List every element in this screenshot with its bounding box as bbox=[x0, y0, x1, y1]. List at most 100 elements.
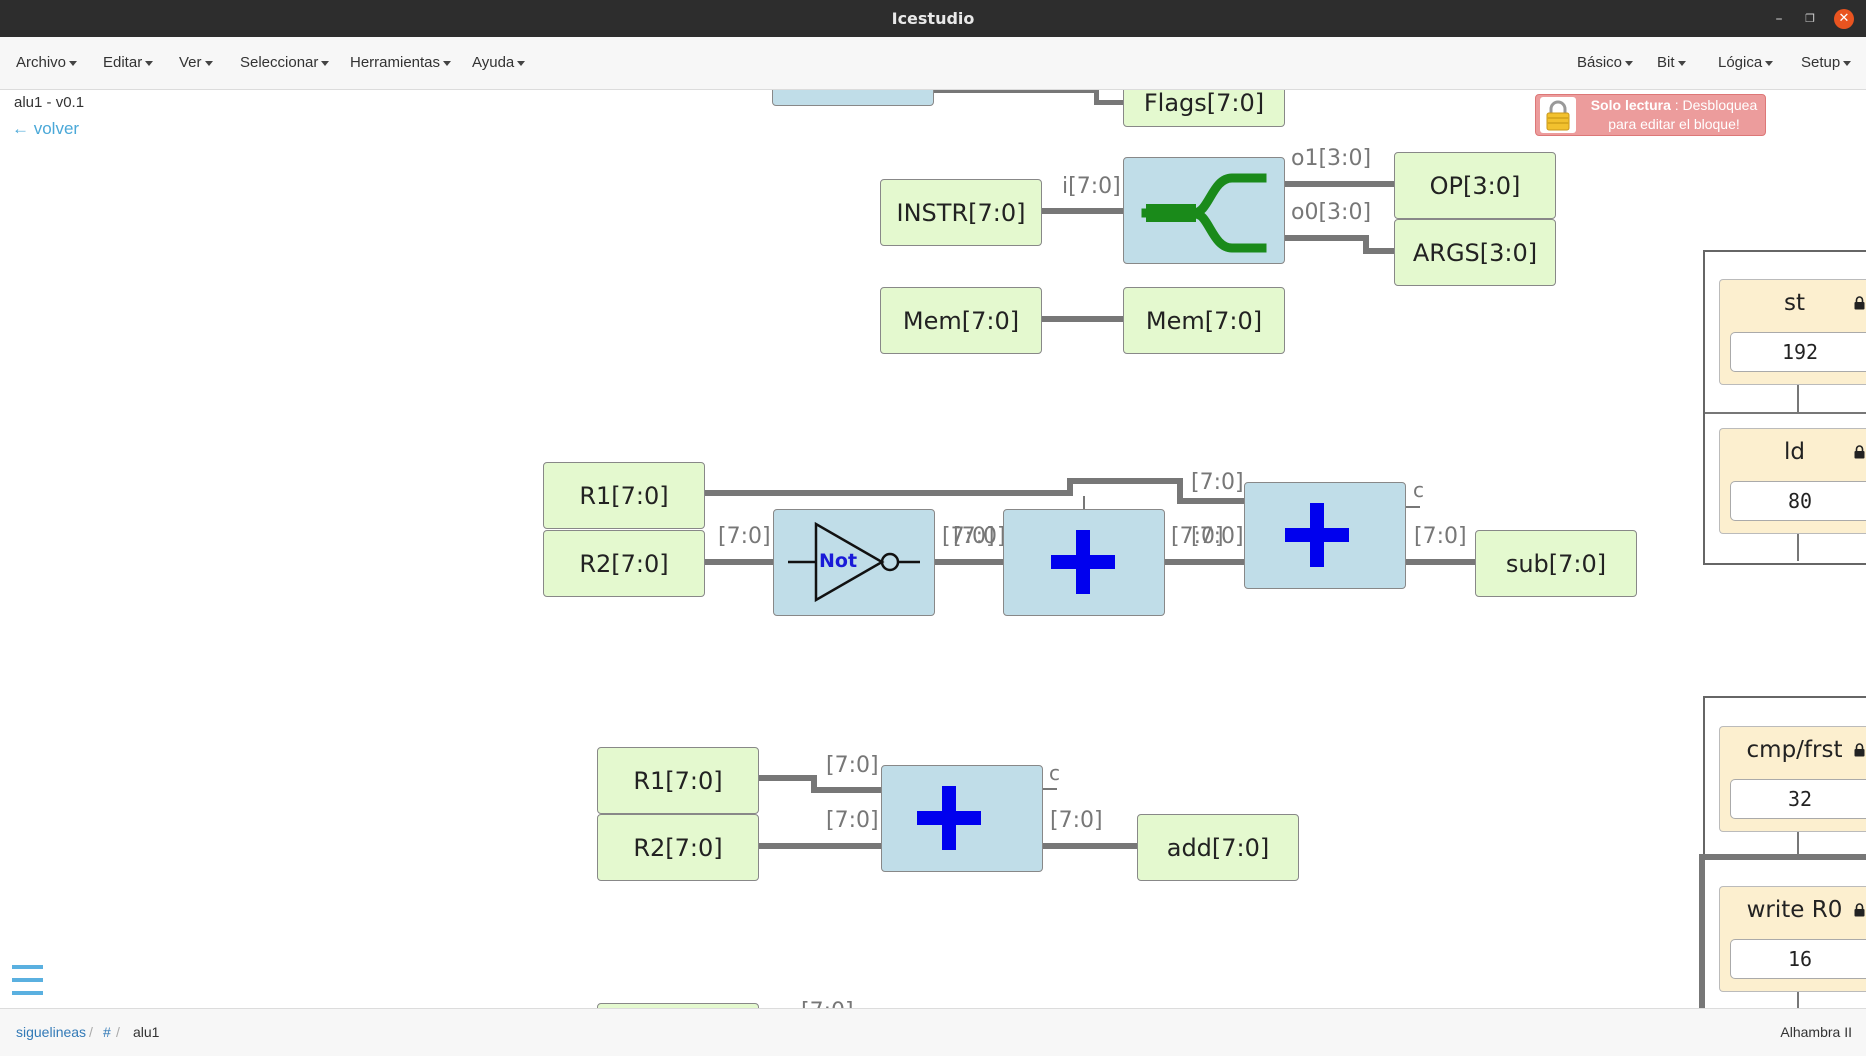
close-icon[interactable]: ✕ bbox=[1834, 9, 1854, 29]
output-mem[interactable]: Mem[7:0] bbox=[1123, 287, 1285, 354]
breadcrumb-current: alu1 bbox=[133, 1024, 160, 1040]
plus-icon bbox=[1051, 530, 1115, 594]
caret-down-icon bbox=[69, 60, 78, 66]
wire-label: [7:0] bbox=[942, 524, 995, 549]
readonly-notice[interactable]: Solo lectura : Desbloquea para editar el… bbox=[1535, 94, 1766, 136]
block-label: OP[3:0] bbox=[1429, 171, 1521, 200]
wire bbox=[1083, 496, 1085, 510]
logic-block-partial[interactable] bbox=[772, 90, 934, 106]
wire-label: [7:0] bbox=[1171, 524, 1224, 549]
constant-name: st bbox=[1783, 290, 1805, 316]
splitter-icon bbox=[1141, 173, 1267, 253]
input-r2-sub[interactable]: R2[7:0] bbox=[543, 530, 705, 597]
carry-label: c bbox=[1413, 478, 1424, 502]
constant-value: 80 bbox=[1730, 481, 1866, 521]
menu-label: Básico bbox=[1577, 54, 1623, 71]
adder-block-2[interactable] bbox=[1244, 482, 1406, 589]
output-args[interactable]: ARGS[3:0] bbox=[1394, 219, 1556, 286]
bus-splitter-block[interactable] bbox=[1123, 157, 1285, 264]
wire bbox=[1797, 385, 1799, 413]
menu-logica[interactable]: Lógica bbox=[1718, 54, 1774, 71]
caret-down-icon bbox=[1843, 60, 1852, 66]
lock-icon bbox=[1854, 296, 1865, 310]
input-instr[interactable]: INSTR[7:0] bbox=[880, 179, 1042, 246]
menu-ver[interactable]: Ver bbox=[179, 54, 213, 71]
wire bbox=[1363, 248, 1396, 254]
minimize-icon[interactable]: – bbox=[1775, 11, 1783, 27]
menu-seleccionar[interactable]: Seleccionar bbox=[240, 54, 330, 71]
wire bbox=[759, 775, 816, 781]
wire bbox=[1285, 181, 1396, 187]
lock-icon bbox=[1854, 743, 1865, 757]
wire bbox=[1705, 412, 1866, 414]
wire bbox=[1094, 90, 1099, 103]
constant-name: write R0 bbox=[1746, 897, 1843, 923]
input-mem[interactable]: Mem[7:0] bbox=[880, 287, 1042, 354]
not-gate-icon bbox=[788, 521, 920, 603]
wire-label: o0[3:0] bbox=[1291, 200, 1372, 225]
adder-block-3[interactable] bbox=[881, 765, 1043, 872]
menu-setup[interactable]: Setup bbox=[1801, 54, 1852, 71]
block-label: sub[7:0] bbox=[1505, 549, 1607, 578]
wire bbox=[1797, 534, 1799, 561]
menu-editar[interactable]: Editar bbox=[103, 54, 154, 71]
wire bbox=[705, 490, 1071, 496]
constant-cmp-frst[interactable]: cmp/frst 32 bbox=[1719, 726, 1866, 832]
menu-basico[interactable]: Básico bbox=[1577, 54, 1634, 71]
block-label: R1[7:0] bbox=[579, 481, 669, 510]
circuit-canvas[interactable]: Flags[7:0] INSTR[7:0] i[7:0] o1[3:0] o0[… bbox=[1, 90, 1866, 1008]
caret-down-icon bbox=[517, 60, 526, 66]
menu-label: Lógica bbox=[1718, 54, 1763, 71]
carry-label: c bbox=[1049, 761, 1060, 785]
lock-icon bbox=[1854, 445, 1865, 459]
breadcrumb-siguelineas[interactable]: siguelineas bbox=[16, 1024, 87, 1040]
constant-st[interactable]: st 192 bbox=[1719, 279, 1866, 385]
wire-label: o1[3:0] bbox=[1291, 146, 1372, 171]
plus-icon bbox=[1285, 503, 1349, 567]
wire bbox=[811, 787, 883, 793]
breadcrumb-separator: / bbox=[89, 1024, 93, 1040]
wire bbox=[1094, 100, 1124, 105]
wire-label: [7:0] bbox=[1050, 808, 1103, 833]
constant-write-r0[interactable]: write R0 16 bbox=[1719, 886, 1866, 992]
adder-block-1[interactable] bbox=[1003, 509, 1165, 616]
menu-bit[interactable]: Bit bbox=[1657, 54, 1686, 71]
wire-label: i[7:0] bbox=[1062, 174, 1121, 199]
input-r1-add[interactable]: R1[7:0] bbox=[597, 747, 759, 814]
wire-label: [7:0] bbox=[1414, 524, 1467, 549]
wire bbox=[811, 775, 817, 793]
wire-label: [7:0] bbox=[801, 999, 854, 1008]
padlock-icon bbox=[1540, 97, 1576, 133]
board-name[interactable]: Alhambra II bbox=[1780, 1024, 1852, 1040]
input-block-partial[interactable] bbox=[597, 1003, 759, 1008]
output-op[interactable]: OP[3:0] bbox=[1394, 152, 1556, 219]
menu-herramientas[interactable]: Herramientas bbox=[350, 54, 452, 71]
constant-ld[interactable]: ld 80 bbox=[1719, 428, 1866, 534]
readonly-title: Solo lectura bbox=[1590, 97, 1671, 113]
not-gate-block[interactable]: Not bbox=[773, 509, 935, 616]
breadcrumb-root[interactable]: # bbox=[103, 1024, 111, 1040]
input-r2-add[interactable]: R2[7:0] bbox=[597, 814, 759, 881]
wire-label: [7:0] bbox=[1191, 470, 1244, 495]
menu-archivo[interactable]: Archivo bbox=[16, 54, 78, 71]
output-flags[interactable]: Flags[7:0] bbox=[1123, 90, 1285, 127]
maximize-icon[interactable]: ❐ bbox=[1805, 12, 1815, 25]
constant-value: 32 bbox=[1730, 779, 1866, 819]
plus-icon bbox=[917, 786, 981, 850]
caret-down-icon bbox=[1677, 60, 1686, 66]
menu-ayuda[interactable]: Ayuda bbox=[472, 54, 526, 71]
back-link[interactable]: ← volver bbox=[12, 119, 80, 138]
block-label: R1[7:0] bbox=[633, 766, 723, 795]
wire bbox=[705, 559, 775, 565]
input-r1-sub[interactable]: R1[7:0] bbox=[543, 462, 705, 529]
constant-name: ld bbox=[1784, 439, 1805, 465]
output-add[interactable]: add[7:0] bbox=[1137, 814, 1299, 881]
menu-bar: Archivo Editar Ver Seleccionar Herramien… bbox=[0, 37, 1866, 90]
group-frame bbox=[1703, 696, 1866, 1008]
hamburger-menu-icon[interactable] bbox=[12, 965, 43, 995]
wire bbox=[934, 90, 1096, 93]
output-sub[interactable]: sub[7:0] bbox=[1475, 530, 1637, 597]
constant-name: cmp/frst bbox=[1746, 737, 1843, 763]
block-label: INSTR[7:0] bbox=[896, 198, 1026, 227]
wire bbox=[1406, 559, 1476, 565]
